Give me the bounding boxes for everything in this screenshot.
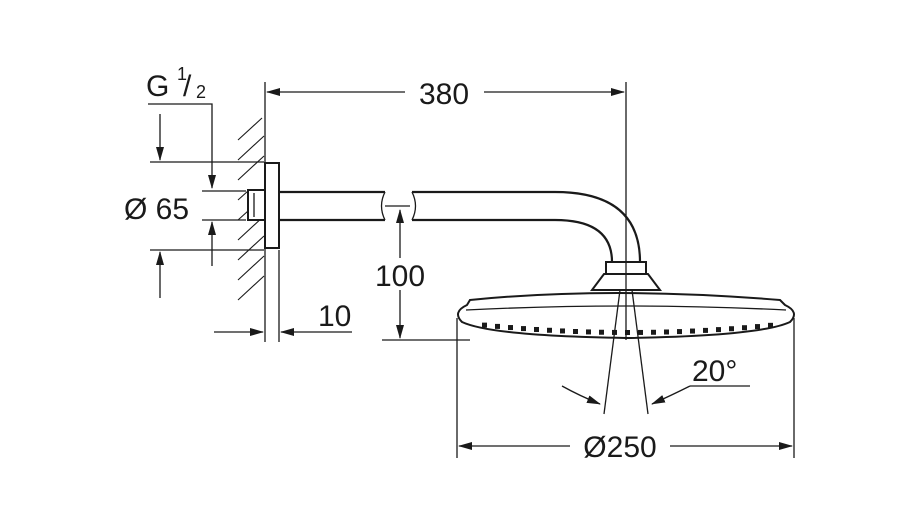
nozzle bbox=[768, 322, 773, 328]
nozzle bbox=[495, 323, 500, 329]
flange-depth-label: 10 bbox=[318, 300, 351, 333]
nozzle bbox=[703, 327, 708, 333]
thread-fraction-denominator: 2 bbox=[196, 82, 206, 102]
shower-arm bbox=[279, 190, 647, 275]
nozzle bbox=[482, 322, 487, 328]
dimension-spray-angle: 20° bbox=[561, 289, 750, 415]
nozzle bbox=[599, 329, 604, 335]
nozzle bbox=[716, 327, 721, 333]
dimension-flange-diameter: Ø 65 bbox=[124, 190, 246, 266]
nozzle bbox=[742, 325, 747, 331]
arm-length-label: 380 bbox=[419, 78, 469, 111]
dimension-head-diameter: Ø250 bbox=[456, 318, 795, 464]
nozzle bbox=[586, 329, 591, 335]
nozzle bbox=[560, 328, 565, 334]
dimension-380: 380 bbox=[264, 78, 625, 118]
head-diameter-label: Ø250 bbox=[583, 431, 656, 464]
nozzle bbox=[547, 327, 552, 333]
nozzle bbox=[638, 329, 643, 335]
dimension-thread: G 1 / 2 bbox=[146, 64, 264, 298]
nozzle bbox=[508, 325, 513, 331]
nozzle bbox=[755, 324, 760, 330]
thread-fraction-numerator: 1 bbox=[177, 64, 187, 84]
nozzle bbox=[534, 326, 539, 332]
nozzle bbox=[664, 329, 669, 335]
spray-nozzles bbox=[482, 322, 773, 335]
thread-label: G bbox=[146, 70, 169, 103]
thread-fraction-slash: / bbox=[183, 70, 192, 103]
flange-diameter-label: Ø 65 bbox=[124, 193, 189, 226]
nozzle bbox=[729, 326, 734, 332]
nozzle bbox=[651, 329, 656, 335]
wall-flange bbox=[247, 162, 280, 249]
nozzle bbox=[521, 326, 526, 332]
dimension-drop-height: 100 bbox=[375, 205, 470, 341]
nozzle bbox=[573, 329, 578, 335]
nozzle bbox=[625, 329, 630, 335]
spray-angle-label: 20° bbox=[692, 355, 737, 388]
drop-height-label: 100 bbox=[375, 260, 425, 293]
dimension-flange-depth: 10 bbox=[214, 250, 352, 342]
nozzle bbox=[690, 328, 695, 334]
nozzle bbox=[677, 329, 682, 335]
